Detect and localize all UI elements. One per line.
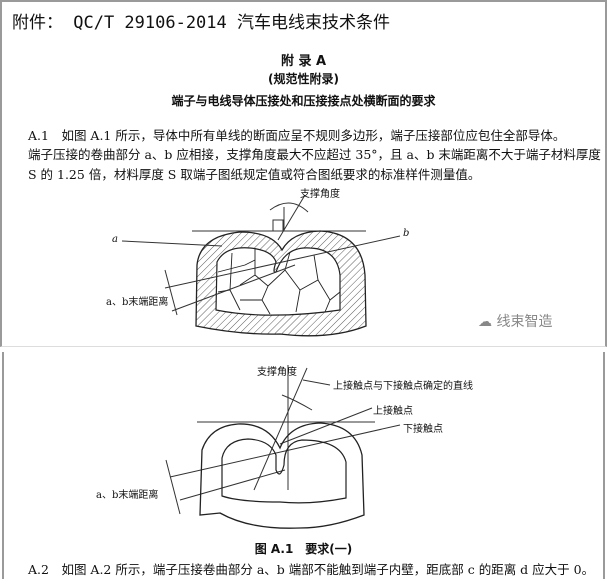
label-a: a	[112, 234, 118, 245]
appendix-label: 附 录 A	[280, 54, 327, 69]
bottom-page-panel	[2, 352, 605, 579]
contact-line-label: 上接触点与下接触点确定的直线	[333, 381, 473, 392]
watermark: ☁ 线束智造	[478, 311, 552, 331]
support-angle-label-2: 支撑角度	[257, 367, 297, 378]
appendix-subtitle: (规范性附录)	[268, 72, 339, 86]
end-distance-label-2: a、b末端距离	[96, 490, 159, 501]
wechat-icon: ☁	[478, 314, 492, 330]
upper-contact-label: 上接触点	[373, 406, 413, 417]
appendix-heading: 端子与电线导体压接处和压接接点处横断面的要求	[171, 94, 436, 108]
top-page-panel	[0, 0, 607, 347]
support-angle-label: 支撑角度	[300, 189, 340, 200]
a2-text: A.2 如图 A.2 所示，端子压接卷曲部分 a、b 端部不能触到端子内壁，距底…	[28, 562, 595, 577]
document-title: 附件： QC/T 29106-2014 汽车电线束技术条件	[12, 13, 390, 33]
a1-line-1: A.1 如图 A.1 所示，导体中所有单线的断面应呈不规则多边形，端子压接部位应…	[28, 128, 566, 143]
watermark-text: 线束智造	[496, 314, 553, 330]
a1-line-3: S 的 1.25 倍，材料厚度 S 取端子图纸规定值或符合图纸要求的标准样件测量…	[28, 167, 481, 182]
a1-line-2: 端子压接的卷曲部分 a、b 应相接，支撑角度最大不应超过 35°，且 a、b 末…	[28, 147, 601, 162]
figure-caption: 图 A.1 要求(一)	[254, 542, 353, 556]
label-b: b	[403, 228, 410, 239]
lower-contact-label: 下接触点	[403, 424, 443, 435]
end-distance-label: a、b末端距离	[106, 297, 169, 308]
